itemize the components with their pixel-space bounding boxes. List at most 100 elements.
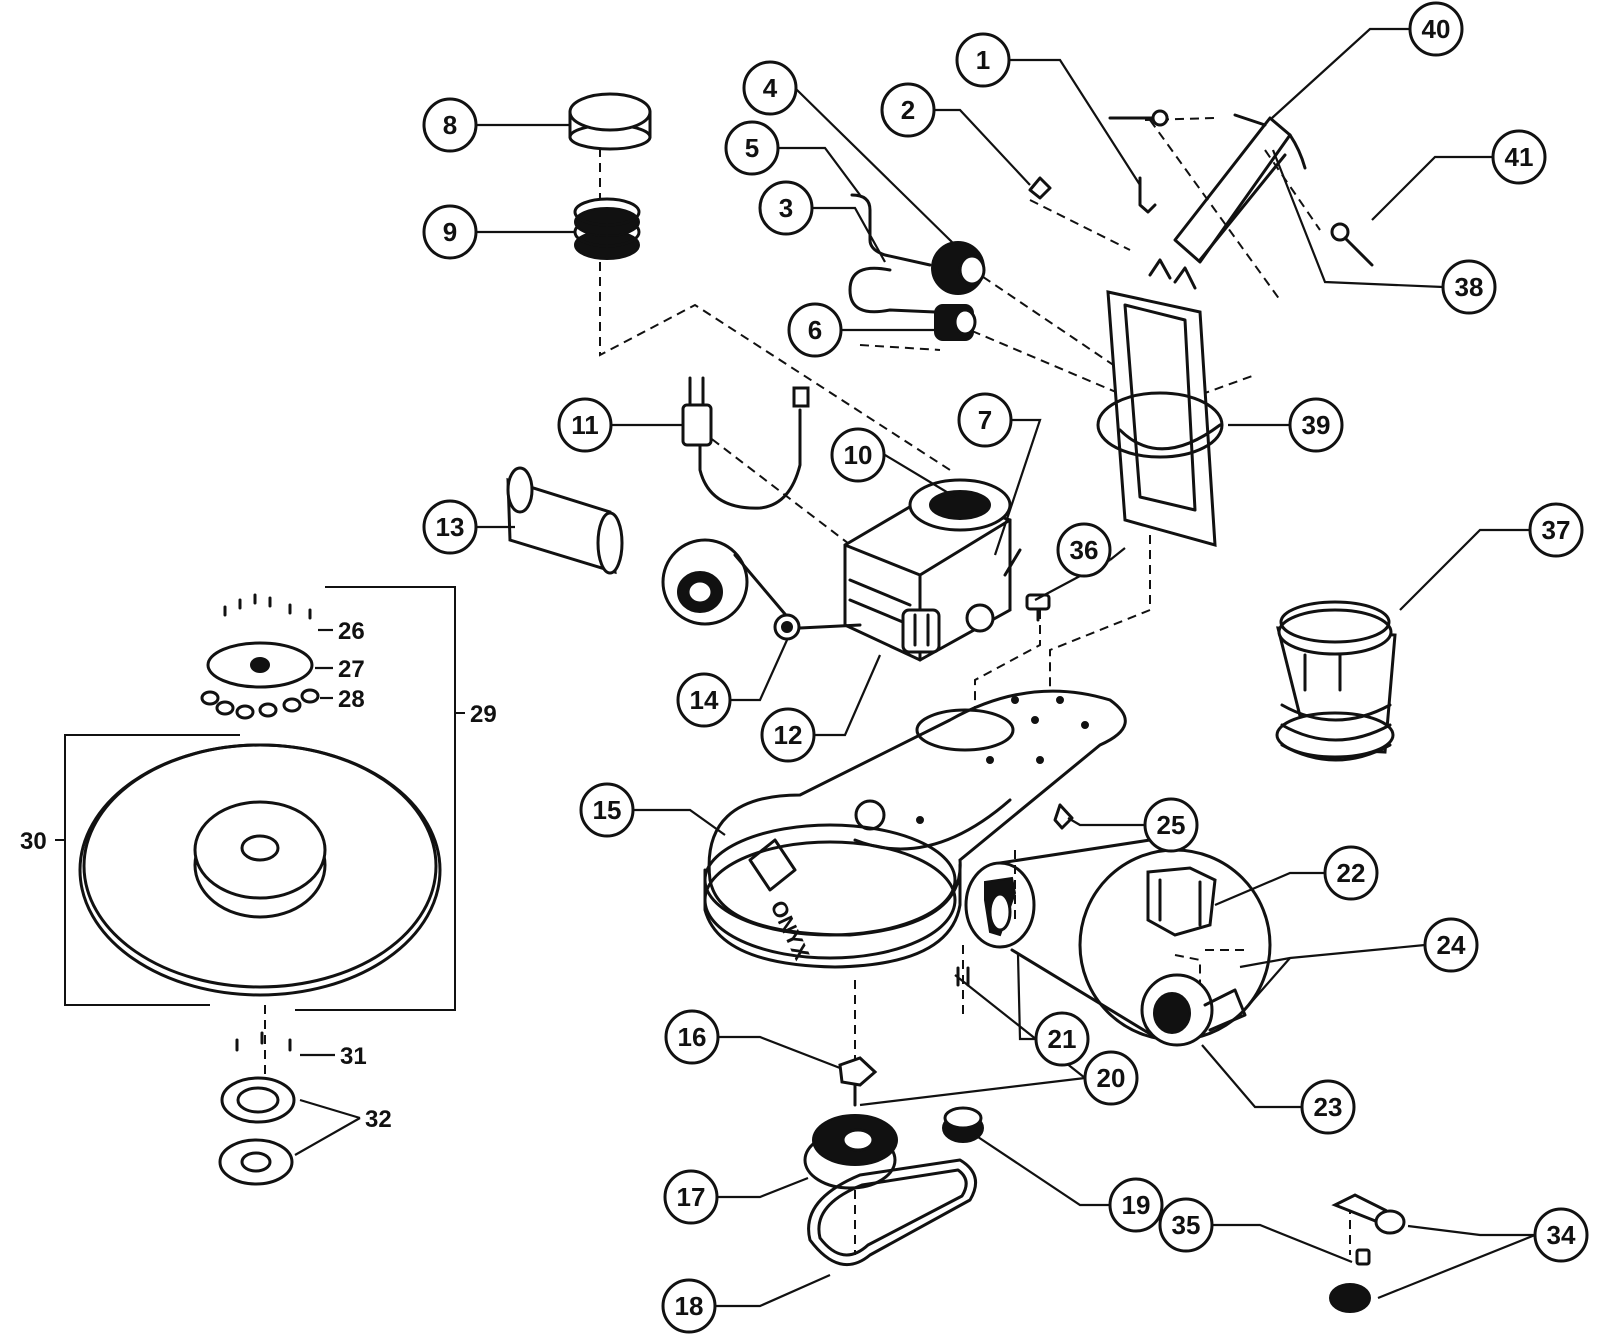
svg-text:6: 6 [808, 315, 822, 345]
svg-text:35: 35 [1172, 1210, 1201, 1240]
part-cable-11 [681, 376, 810, 510]
svg-text:16: 16 [678, 1022, 707, 1052]
tag-26: 26 [338, 618, 365, 645]
svg-text:3: 3 [779, 193, 793, 223]
svg-text:8: 8 [443, 110, 457, 140]
callout-2: 2 [880, 82, 936, 138]
part-handle-bolt-41 [1330, 222, 1374, 267]
callout-35: 35 [1158, 1197, 1214, 1253]
svg-text:19: 19 [1122, 1190, 1151, 1220]
callout-20: 20 [1083, 1050, 1139, 1106]
callout-8: 8 [422, 97, 478, 153]
svg-text:13: 13 [436, 512, 465, 542]
part-pulley-17 [803, 1114, 898, 1190]
svg-text:14: 14 [690, 685, 719, 715]
callout-17: 17 [663, 1169, 719, 1225]
part-bolt-25 [1053, 803, 1074, 830]
callout-36: 36 [1056, 522, 1112, 578]
callout-25: 25 [1143, 797, 1199, 853]
assembly-lines [264, 117, 1351, 1255]
callout-23: 23 [1300, 1079, 1356, 1135]
tag-30: 30 [20, 828, 47, 855]
callout-15: 15 [579, 782, 635, 838]
part-caster-34 [1329, 1193, 1406, 1313]
callout-3: 3 [758, 180, 814, 236]
callout-12: 12 [760, 707, 816, 763]
callout-6: 6 [787, 302, 843, 358]
callout-40: 40 [1408, 1, 1464, 57]
callout-4: 4 [742, 60, 798, 116]
callout-18: 18 [661, 1278, 717, 1334]
part-clip-1 [1138, 176, 1157, 214]
svg-text:12: 12 [774, 720, 803, 750]
tag-29: 29 [470, 701, 497, 728]
callout-16: 16 [664, 1009, 720, 1065]
svg-text:18: 18 [675, 1291, 704, 1321]
callout-24: 24 [1423, 917, 1479, 973]
part-handle [1108, 109, 1307, 264]
part-throttle-cable [848, 266, 937, 314]
part-oil-filter-detail [661, 538, 862, 641]
tag-28: 28 [338, 686, 365, 713]
svg-text:34: 34 [1547, 1220, 1576, 1250]
part-switch [934, 304, 977, 341]
svg-text:11: 11 [571, 410, 599, 440]
part-wheel-detail [964, 838, 1272, 1047]
svg-text:5: 5 [745, 133, 759, 163]
svg-text:15: 15 [593, 795, 622, 825]
callout-1: 1 [955, 32, 1011, 88]
svg-text:10: 10 [844, 440, 873, 470]
svg-text:22: 22 [1337, 858, 1366, 888]
part-hose [506, 466, 624, 575]
callout-34: 34 [1533, 1207, 1589, 1263]
svg-text:39: 39 [1302, 410, 1331, 440]
callout-37: 37 [1528, 502, 1584, 558]
svg-text:7: 7 [978, 405, 992, 435]
part-propane-tank [1275, 600, 1397, 762]
callout-21: 21 [1034, 1011, 1090, 1067]
pad-assembly-brackets [55, 586, 465, 1156]
part-hub-16 [838, 1056, 878, 1107]
part-belt-18 [807, 1158, 978, 1266]
part-spring [573, 197, 641, 260]
svg-text:41: 41 [1505, 142, 1534, 172]
part-frame [1096, 258, 1224, 548]
part-pad-assembly [78, 593, 442, 1186]
callout-5: 5 [724, 120, 780, 176]
tag-32: 32 [365, 1106, 392, 1133]
callout-19: 19 [1108, 1177, 1164, 1233]
part-chassis [703, 689, 1127, 969]
svg-text:25: 25 [1157, 810, 1186, 840]
svg-text:9: 9 [443, 217, 457, 247]
callout-13: 13 [422, 499, 478, 555]
svg-text:24: 24 [1437, 930, 1466, 960]
callout-10: 10 [830, 427, 886, 483]
callout-7: 7 [957, 392, 1013, 448]
callout-9: 9 [422, 204, 478, 260]
callout-11: 11 [557, 397, 613, 453]
callout-39: 39 [1288, 397, 1344, 453]
part-bolt-2 [1028, 176, 1052, 200]
part-bolt-36 [1025, 593, 1051, 622]
svg-text:1: 1 [976, 45, 990, 75]
callout-41: 41 [1491, 129, 1547, 185]
part-roller-19 [942, 1106, 984, 1143]
callout-22: 22 [1323, 845, 1379, 901]
tag-27: 27 [338, 656, 365, 683]
svg-text:4: 4 [763, 73, 778, 103]
callout-14: 14 [676, 672, 732, 728]
svg-text:36: 36 [1070, 535, 1099, 565]
part-throttle-knob [931, 241, 986, 295]
svg-text:23: 23 [1314, 1092, 1343, 1122]
leader-lines [476, 27, 1536, 1308]
part-pad-top [568, 92, 652, 151]
tag-31: 31 [340, 1043, 367, 1070]
svg-text:21: 21 [1048, 1024, 1077, 1054]
svg-text:2: 2 [901, 95, 915, 125]
svg-text:20: 20 [1097, 1063, 1126, 1093]
svg-text:40: 40 [1422, 14, 1451, 44]
part-throttle-rod [850, 193, 932, 267]
svg-text:38: 38 [1455, 272, 1484, 302]
svg-text:37: 37 [1542, 515, 1571, 545]
